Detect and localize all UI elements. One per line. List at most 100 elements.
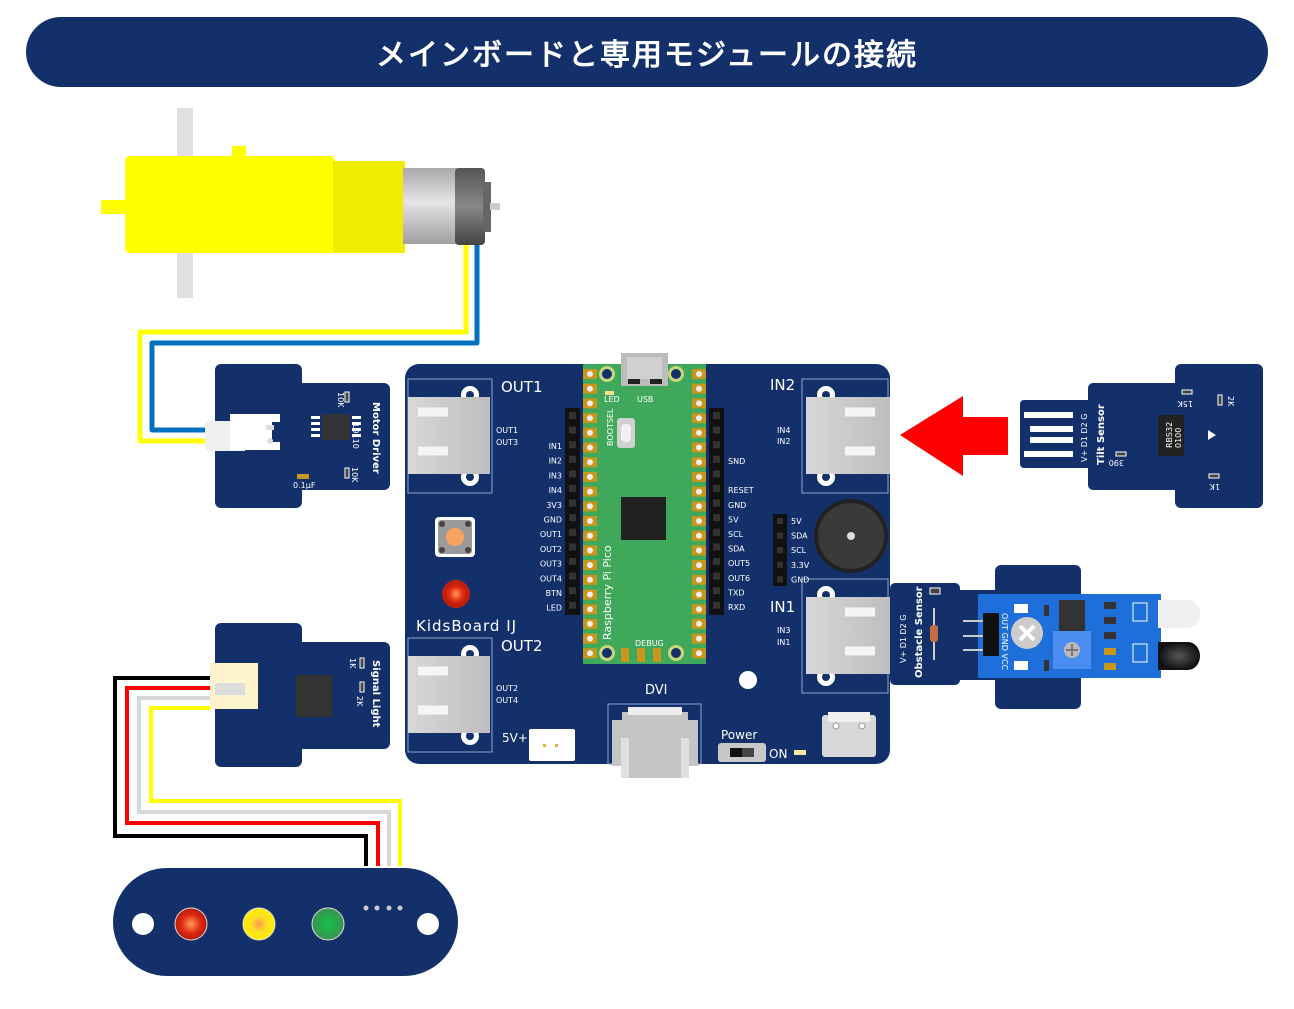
pico-pad-hole [587, 576, 593, 583]
tilt-sensor-module: V+ D1 D2 G Tilt Sensor 390 RBS32 0100 15… [1020, 364, 1263, 508]
header-pin [713, 470, 720, 478]
header-pin-label: OUT1 [540, 530, 562, 539]
pin-labels: V+ D1 D2 G [899, 614, 908, 663]
pico-pad-hole [587, 532, 593, 539]
i2c-pin-label: 5V [791, 517, 802, 526]
header-pin [569, 572, 576, 580]
pico-pad-hole [587, 444, 593, 451]
header-pin [713, 499, 720, 507]
in2-sub-label: IN2 [777, 437, 790, 446]
pico-pad-hole [587, 606, 593, 613]
i2c-pin-label: 3.3V [791, 561, 810, 570]
pico-pad-hole [587, 635, 593, 642]
yellow-light [242, 907, 276, 941]
on-label: ON [769, 747, 787, 761]
chip-label: L9110 [351, 424, 360, 449]
in2-port[interactable] [801, 378, 890, 494]
header-pin-label: SDA [728, 545, 745, 554]
bootsel-label[interactable]: BOOTSEL [606, 408, 615, 446]
title-banner: メインボードと専用モジュールの接続 [26, 17, 1268, 87]
motor-driver-module: 0.1µF 10K 10K L9110 Motor Driver V+ D1 D… [205, 364, 398, 508]
tilt-chip [1158, 415, 1184, 456]
pico-pad-hole [587, 488, 593, 495]
header-pin-label: OUT3 [540, 560, 562, 569]
header-pin [713, 485, 720, 492]
header-pin-label: GND [728, 501, 746, 510]
push-button[interactable] [435, 517, 475, 557]
buzzer [814, 499, 888, 573]
debug-label: DEBUG [635, 639, 664, 648]
in2-label: IN2 [770, 376, 795, 394]
pico-pad-hole [696, 591, 702, 598]
header-pin [713, 441, 720, 449]
mount-hole [132, 913, 154, 935]
r2-label: 2K [1226, 396, 1235, 407]
out2-port[interactable] [407, 637, 493, 753]
pico-pad-hole [696, 503, 702, 510]
v5-connector[interactable] [529, 729, 575, 761]
header-pin-label: SND [728, 457, 745, 466]
header-pin [569, 426, 576, 434]
l9110-chip [322, 414, 350, 440]
header-pin [569, 499, 576, 507]
pico-pad-hole [696, 415, 702, 422]
signal-light-module: 1K 2K Signal Light V+ D1 D2 G [210, 623, 398, 767]
mount-hole [739, 671, 757, 689]
i2c-pin-label: SCL [791, 546, 807, 555]
in1-port[interactable] [801, 578, 890, 694]
pico-pad-hole [696, 576, 702, 583]
main-board: OUT1 OUT1 OUT3 OUT2 OUT2 OUT4 IN2 IN4 IN… [405, 353, 890, 778]
pico-pad-hole [587, 385, 593, 392]
header-pin-label: TXD [727, 588, 745, 597]
header-pin-label: 3V3 [546, 501, 562, 510]
header-pin [713, 543, 720, 551]
pico-pad-hole [696, 562, 702, 569]
rp2040-chip [621, 497, 666, 540]
header-pin [569, 514, 576, 522]
header-pin [713, 426, 720, 434]
header-pin-label: OUT5 [728, 559, 750, 568]
header-pin [713, 601, 720, 609]
i2c-pin-label: GND [791, 575, 809, 584]
pico-pad-hole [587, 620, 593, 627]
header-pin [713, 587, 720, 595]
header-pin [713, 558, 720, 565]
pico-pad-hole [696, 444, 702, 451]
module-name: Obstacle Sensor [914, 586, 925, 678]
pico-pad-hole [587, 591, 593, 598]
out1-port[interactable] [407, 378, 493, 494]
header-pin-label: LED [546, 604, 562, 613]
chip-label: RBS32 [1165, 422, 1174, 448]
power-switch[interactable] [718, 743, 766, 762]
pico-pad-hole [696, 650, 702, 657]
pico-pad-hole [696, 620, 702, 627]
out2-label: OUT2 [501, 637, 543, 655]
signal-wires [112, 675, 403, 866]
board-name: KidsBoard IJ [416, 617, 517, 635]
right-header [709, 408, 724, 615]
cap-label: 0.1µF [293, 481, 316, 490]
page-title: メインボードと専用モジュールの接続 [376, 38, 918, 73]
header-pin-label: BTN [546, 589, 562, 598]
green-light [311, 907, 345, 941]
left-header [565, 408, 580, 615]
header-pin-label: IN4 [549, 486, 562, 495]
pico-pad-hole [696, 547, 702, 554]
module-name: Tilt Sensor [1096, 404, 1107, 465]
header-pin [569, 455, 576, 463]
out2-sub-label: OUT4 [496, 696, 518, 705]
pico-pad-hole [587, 415, 593, 422]
dvi-port[interactable] [607, 703, 702, 778]
module-name: Motor Driver [370, 402, 381, 474]
header-pin-label: OUT2 [540, 545, 562, 554]
dvi-label: DVI [645, 683, 668, 698]
pico-pad-hole [587, 650, 593, 657]
ir-receiver [1158, 642, 1200, 670]
r1-label: 1K [348, 658, 357, 669]
header-pin-label: RESET [728, 486, 754, 495]
header-pin [713, 572, 720, 580]
micro-usb-port[interactable] [822, 712, 876, 757]
pico-pad-hole [587, 518, 593, 524]
r2-label: 10K [350, 467, 359, 483]
